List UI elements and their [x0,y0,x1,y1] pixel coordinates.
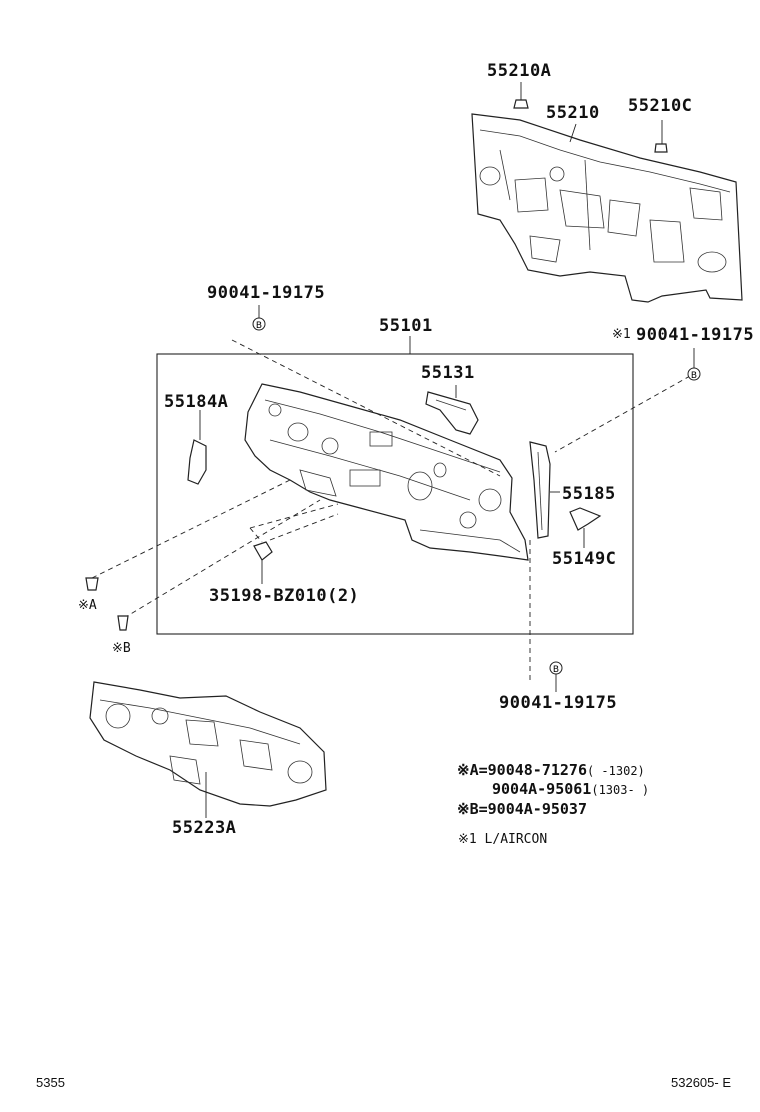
svg-text:B: B [553,665,559,675]
label-55210: 55210 [546,103,600,123]
dash-panel-55101 [244,383,529,561]
label-55101: 55101 [379,316,433,336]
seal-55185 [529,441,560,539]
label-55223A: 55223A [172,818,237,838]
label-55149C: 55149C [552,549,617,569]
footer-page-code: 5355 [36,1075,65,1090]
dashed-line-mark-a [91,479,291,579]
dashed-line-right-bolt [554,375,691,453]
silencer-55223A [89,681,327,818]
circled-b-icon: B [687,348,701,381]
bracket-55131 [425,385,479,435]
clip-55210C [654,120,668,153]
svg-text:B: B [691,371,697,381]
label-55210A: 55210A [487,61,552,81]
note-a-line2: 9004A-95061(1303- ) [492,780,649,798]
leader-55210 [569,123,577,143]
label-55131: 55131 [421,363,475,383]
circled-b-icon: B [252,305,266,331]
note-1: ※1 L/AIRCON [458,832,548,847]
note-a-line1: ※A=90048-71276( -1302) [457,761,645,779]
label-35198-BZ010: 35198-BZ010(2) [209,586,360,606]
label-55185: 55185 [562,484,616,504]
mark-1: ※1 [612,327,631,342]
assembly-group-box [156,353,634,635]
clip-mark-b [117,615,129,631]
footer-figure-code: 532605- E [671,1075,731,1090]
note-a-line2-part: 9004A-95061 [492,780,592,798]
clip-55210A [513,82,529,109]
mark-b: ※B [112,641,131,656]
mark-a: ※A [78,598,97,613]
note-b: ※B=9004A-95037 [457,800,587,818]
label-55184A: 55184A [164,392,229,412]
note-a-line2-range: (1303- ) [591,783,650,797]
note-a-line1-part: ※A=90048-71276 [457,761,587,779]
label-90041-19175-top: 90041-19175 [207,283,326,303]
bolt-mark-a [85,577,99,591]
label-55210C: 55210C [628,96,693,116]
label-90041-19175-right: 90041-19175 [636,325,755,345]
svg-text:B: B [256,321,262,331]
dash-silencer-outer-55210 [471,113,743,303]
label-90041-19175-bottom: 90041-19175 [499,693,618,713]
clip-55149C [569,507,602,548]
dashed-line-mark-b [123,499,321,619]
circled-b-icon: B [549,661,563,692]
note-a-line1-range: ( -1302) [586,764,645,778]
bracket-55184A [187,410,207,485]
